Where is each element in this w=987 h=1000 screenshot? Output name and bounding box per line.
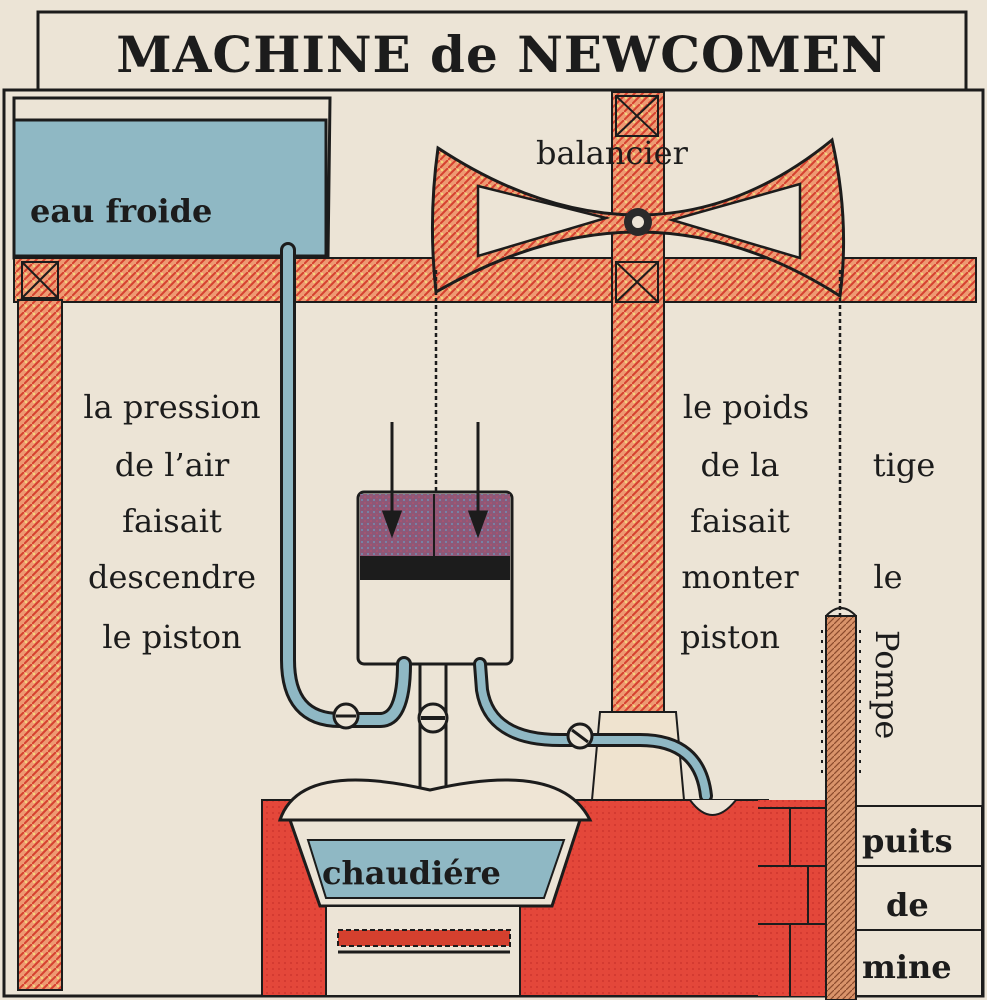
right-caption-line: monter: [681, 558, 799, 596]
left-caption-line: la pression: [83, 388, 260, 426]
cold-water-tank: eau froide: [12, 96, 332, 260]
left-post: [17, 299, 63, 991]
right-caption-line: faisait: [690, 502, 790, 540]
left-caption-line: le piston: [102, 618, 241, 656]
title: MACHINE de NEWCOMEN: [116, 25, 887, 84]
label-puits: puits: [862, 822, 953, 860]
fire-grate: [337, 929, 511, 947]
label-mine: mine: [862, 948, 952, 986]
right-caption-line: de la: [701, 446, 780, 484]
right-caption-line: le poids: [683, 388, 809, 426]
title-bar: MACHINE de NEWCOMEN: [36, 10, 968, 92]
pump-rod: [821, 607, 861, 1000]
left-caption-line: descendre: [88, 558, 256, 596]
right-caption-line: piston: [680, 618, 780, 656]
label-balancier: balancier: [536, 134, 689, 172]
mine-shaft: puits de mine: [838, 805, 983, 997]
right-caption-le: le: [873, 558, 902, 596]
right-caption-tige: tige: [873, 446, 936, 484]
label-chaudiere: chaudiére: [322, 854, 501, 892]
left-caption: la pression de l’air faisait descendre l…: [83, 388, 260, 656]
label-pompe: Pompe: [868, 630, 906, 739]
central-post: [590, 91, 686, 801]
drain-pipe: [473, 657, 713, 803]
water-pipe: [280, 242, 412, 730]
right-caption: le poids de la faisait monter piston tig…: [680, 388, 935, 656]
left-caption-line: faisait: [122, 502, 222, 540]
furnace: chaudiére: [261, 778, 838, 997]
air-pressure-arrows: [381, 422, 489, 539]
balancier-beam: balancier: [430, 134, 846, 299]
label-eau-froide: eau froide: [30, 192, 212, 230]
label-de: de: [886, 886, 929, 924]
left-caption-line: de l’air: [115, 446, 230, 484]
steam-connector: [417, 662, 449, 796]
cylinder: [356, 490, 514, 666]
